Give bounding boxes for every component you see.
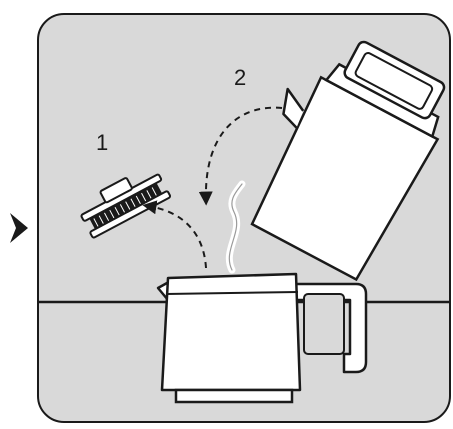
base-kettle	[156, 272, 368, 404]
steam-icon	[225, 180, 246, 274]
kettle-icon	[250, 40, 446, 282]
step-2-number: 2	[234, 65, 246, 90]
filter-icon	[80, 173, 171, 239]
step-1-number: 1	[96, 130, 108, 155]
step-2-arrow	[198, 106, 283, 206]
pointer-chevron-icon	[10, 213, 28, 243]
step-1-arrow	[142, 200, 207, 269]
